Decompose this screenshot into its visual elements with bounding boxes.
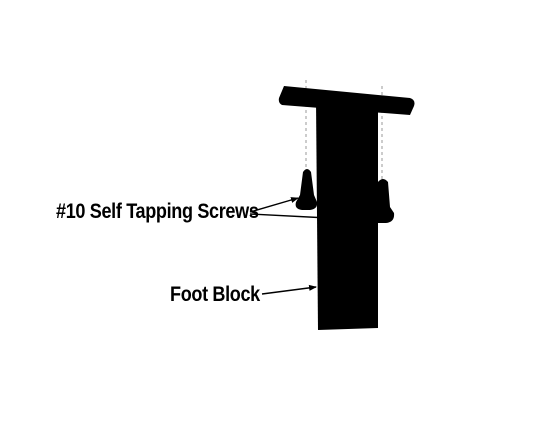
- screws-arrow-lower: [249, 213, 329, 221]
- screw-right: [370, 179, 395, 223]
- foot-block-post: [316, 100, 378, 330]
- top-plate: [278, 86, 415, 115]
- screws-label: #10 Self Tapping Screws: [56, 200, 259, 223]
- screws-arrow-upper: [249, 197, 299, 213]
- foot-block-arrow: [261, 284, 317, 295]
- foot-block-label: Foot Block: [170, 283, 260, 306]
- screw-left: [295, 169, 318, 210]
